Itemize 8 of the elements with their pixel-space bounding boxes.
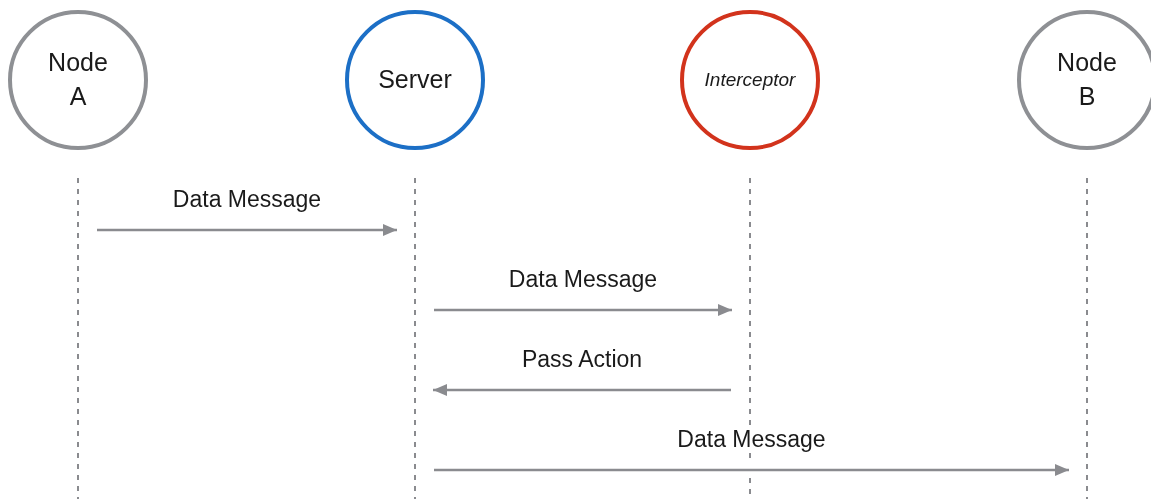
participant-name: Node A: [47, 47, 109, 112]
arrow: [434, 304, 732, 316]
participant-name: Server: [378, 64, 452, 96]
arrow: [434, 464, 1069, 476]
participant-name: Interceptor: [704, 68, 796, 93]
arrow: [97, 224, 397, 236]
participant-name: Node B: [1056, 47, 1118, 112]
arrow: [433, 384, 731, 396]
